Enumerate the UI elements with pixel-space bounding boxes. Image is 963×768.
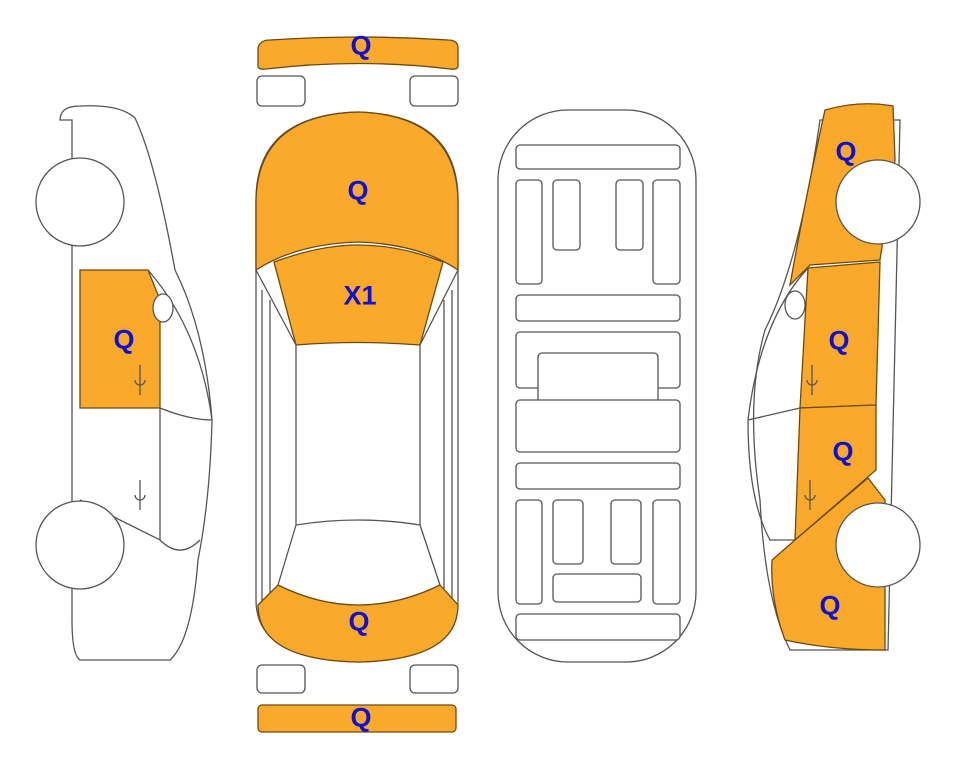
right-front-fender-damage-code: Q xyxy=(835,136,857,167)
front-bumper-panel[interactable] xyxy=(257,36,459,70)
car-right-side-view xyxy=(747,103,921,651)
front-light-left xyxy=(256,75,306,107)
right-rear-door-panel[interactable] xyxy=(794,404,877,542)
front-bumper-damage-code: Q xyxy=(350,30,372,61)
windshield-damage-code: X1 xyxy=(343,280,377,311)
rear-light-right xyxy=(409,664,459,694)
car-left-side-view xyxy=(35,105,213,661)
trunk-panel[interactable] xyxy=(257,584,459,663)
right-rear-quarter-damage-code: Q xyxy=(819,590,841,621)
hood-panel[interactable] xyxy=(255,111,459,272)
right-rear-door-damage-code: Q xyxy=(832,436,854,467)
front-light-right xyxy=(409,75,459,107)
rear-bumper-panel[interactable] xyxy=(257,704,457,733)
car-underside-view xyxy=(497,109,697,663)
right-front-door-damage-code: Q xyxy=(828,325,850,356)
rear-bumper-damage-code: Q xyxy=(350,702,372,733)
car-top-view xyxy=(255,36,459,733)
rear-light-left xyxy=(256,664,306,694)
left-front-door-damage-code: Q xyxy=(113,324,135,355)
trunk-damage-code: Q xyxy=(348,606,370,637)
hood-damage-code: Q xyxy=(347,175,369,206)
windshield-panel[interactable] xyxy=(273,244,444,346)
